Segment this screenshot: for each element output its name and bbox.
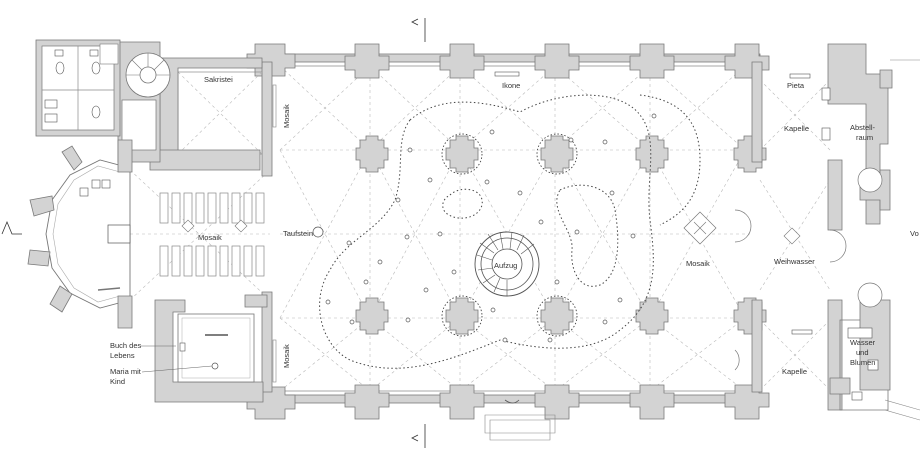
label-kapelle-top: Kapelle <box>784 124 809 133</box>
apse <box>27 139 133 329</box>
buttresses-top <box>246 43 770 79</box>
label-wasser-3: Blumen <box>850 358 875 367</box>
label-mosaik-left-bottom: Mosaik <box>282 344 291 368</box>
label-buch-1: Buch des <box>110 341 142 350</box>
sacristy <box>117 41 263 171</box>
label-buch-2: Lebens <box>110 351 135 360</box>
label-kapelle-bottom: Kapelle <box>782 367 807 376</box>
south-entrance <box>484 399 556 441</box>
label-sakristei: Sakristei <box>204 75 233 84</box>
label-wasser-1: Wasser <box>850 338 876 347</box>
label-mosaik-left-top: Mosaik <box>282 104 291 128</box>
label-wasser-2: und <box>856 348 869 357</box>
label-mosaik-right: Mosaik <box>686 259 710 268</box>
choir-pews <box>159 192 265 277</box>
west-wall <box>261 61 277 393</box>
label-vo: Vo <box>910 229 919 238</box>
section-marker-left <box>1 220 22 235</box>
elevator <box>474 231 540 297</box>
label-mosaik-apse: Mosaik <box>198 233 222 242</box>
label-aufzug: Aufzug <box>494 261 517 270</box>
label-ikone: Ikone <box>502 81 520 90</box>
walking-paths <box>319 94 701 369</box>
label-taufstein: Taufstein <box>283 229 313 238</box>
label-maria-1: Maria mit <box>110 367 142 376</box>
lower-left-chapel <box>154 294 268 403</box>
light-fixtures <box>312 113 657 343</box>
restrooms <box>35 39 121 137</box>
label-weihwasser: Weihwasser <box>774 257 815 266</box>
section-marker-bottom <box>411 424 426 448</box>
mosaik-diamond <box>683 211 717 245</box>
label-abstellraum-2: raum <box>856 133 873 142</box>
label-abstellraum-1: Abstell- <box>850 123 876 132</box>
section-marker-top <box>411 18 426 42</box>
label-pieta: Pieta <box>787 81 805 90</box>
label-maria-2: Kind <box>110 377 125 386</box>
east-structure <box>734 43 920 421</box>
window-marks <box>494 71 520 77</box>
